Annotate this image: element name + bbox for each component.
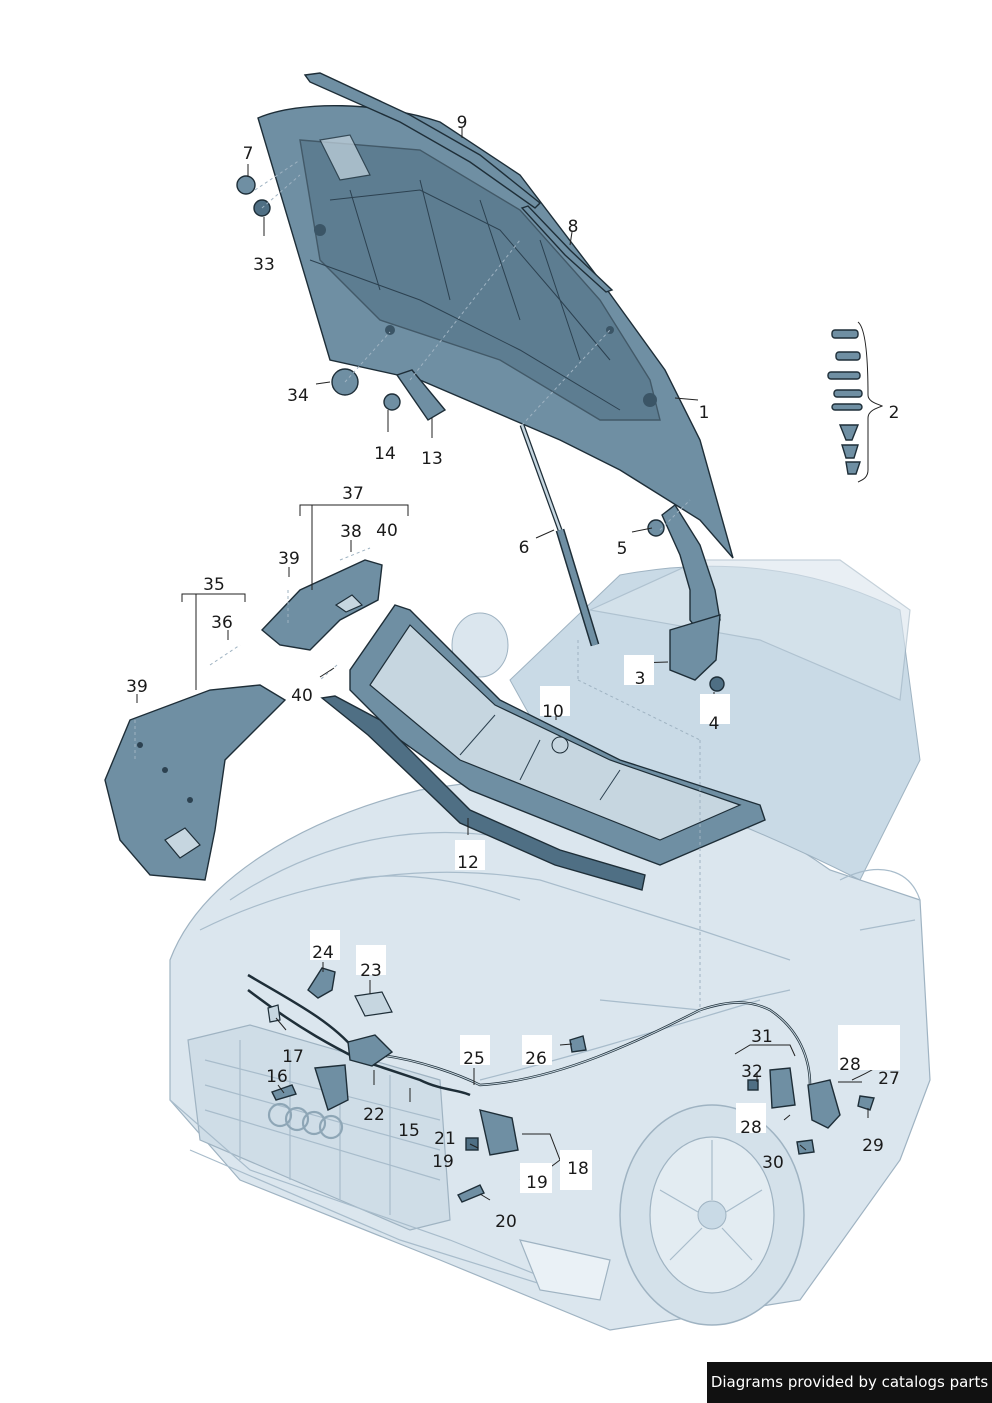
callout-17: 17	[282, 1047, 304, 1067]
label-backgrounds	[310, 655, 900, 1193]
callout-15: 15	[398, 1121, 420, 1141]
callout-31: 31	[751, 1027, 773, 1047]
callout-38: 38	[340, 522, 362, 542]
callout-33: 33	[253, 255, 275, 275]
callout-36: 36	[211, 613, 233, 633]
callout-19a: 19	[432, 1152, 454, 1172]
latch-18	[479, 1109, 519, 1156]
bolt-29	[857, 1095, 875, 1111]
callout-28b: 28	[740, 1118, 762, 1138]
side-panel-37	[260, 559, 383, 651]
release-handle-24	[307, 967, 336, 999]
clip-32	[747, 1079, 759, 1091]
callout-37: 37	[342, 484, 364, 504]
nut-30	[796, 1139, 815, 1155]
callout-27: 27	[878, 1069, 900, 1089]
callout-32: 32	[741, 1062, 763, 1082]
attribution-text: Diagrams provided by catalogs parts	[710, 1373, 989, 1391]
callout-9: 9	[457, 113, 468, 133]
callout-14: 14	[374, 444, 396, 464]
callout-40b: 40	[291, 686, 313, 706]
clip-26	[569, 1035, 587, 1053]
callout-28a: 28	[839, 1055, 861, 1075]
callout-8: 8	[568, 217, 579, 237]
front-wheel	[619, 1104, 805, 1326]
bracket-23	[354, 991, 393, 1017]
grommet-7	[236, 175, 256, 195]
callout-30: 30	[762, 1153, 784, 1173]
callout-13: 13	[421, 449, 443, 469]
bracket-31	[769, 1067, 796, 1109]
callout-1: 1	[699, 403, 710, 423]
callout-19b: 19	[526, 1173, 548, 1193]
seal-strip-8	[520, 205, 614, 293]
callout-6: 6	[519, 538, 530, 558]
callout-18: 18	[567, 1159, 589, 1179]
assembly-lines	[134, 159, 701, 1015]
logo-rings	[267, 1102, 344, 1140]
callout-7: 7	[243, 144, 254, 164]
callout-23: 23	[360, 961, 382, 981]
release-cables	[247, 973, 812, 1097]
car-body	[169, 559, 931, 1331]
callout-12: 12	[457, 853, 479, 873]
switch-21	[465, 1137, 479, 1151]
callout-34: 34	[287, 386, 309, 406]
callout-25: 25	[463, 1049, 485, 1069]
callout-5: 5	[617, 539, 628, 559]
callout-2: 2	[889, 403, 900, 423]
side-panel-35	[104, 684, 287, 881]
cowl-panel	[349, 604, 766, 866]
callout-20: 20	[495, 1212, 517, 1232]
callout-40a: 40	[376, 521, 398, 541]
hinge-assembly	[647, 503, 725, 692]
seal-strip-12	[320, 695, 646, 891]
callout-26: 26	[525, 1049, 547, 1069]
callout-29: 29	[862, 1136, 884, 1156]
callout-4: 4	[709, 714, 720, 734]
callout-labels: 1 2 3 4 5 6 7 8 9 10 12 13 14 15 16 17 1…	[126, 113, 900, 1232]
callout-16: 16	[266, 1067, 288, 1087]
callout-39a: 39	[278, 549, 300, 569]
callout-3: 3	[635, 669, 646, 689]
seal-strip-9	[303, 72, 542, 209]
callout-10: 10	[542, 702, 564, 722]
lock-22	[347, 1034, 394, 1067]
callout-24: 24	[312, 943, 334, 963]
leader-lines	[136, 128, 884, 1201]
lock-assembly-15	[314, 1064, 349, 1111]
clip-17	[267, 1004, 281, 1023]
latch-27	[807, 1079, 841, 1129]
callout-35: 35	[203, 575, 225, 595]
attribution-banner: Diagrams provided by catalogs parts	[707, 1362, 992, 1403]
gas-strut	[519, 424, 600, 647]
callout-22: 22	[363, 1105, 385, 1125]
callout-21: 21	[434, 1129, 456, 1149]
fastener-set	[827, 329, 863, 475]
clip-14	[383, 393, 401, 411]
callout-39b: 39	[126, 677, 148, 697]
bonnet	[257, 105, 734, 559]
bracket-13	[395, 369, 447, 421]
bolt-20	[457, 1184, 485, 1203]
